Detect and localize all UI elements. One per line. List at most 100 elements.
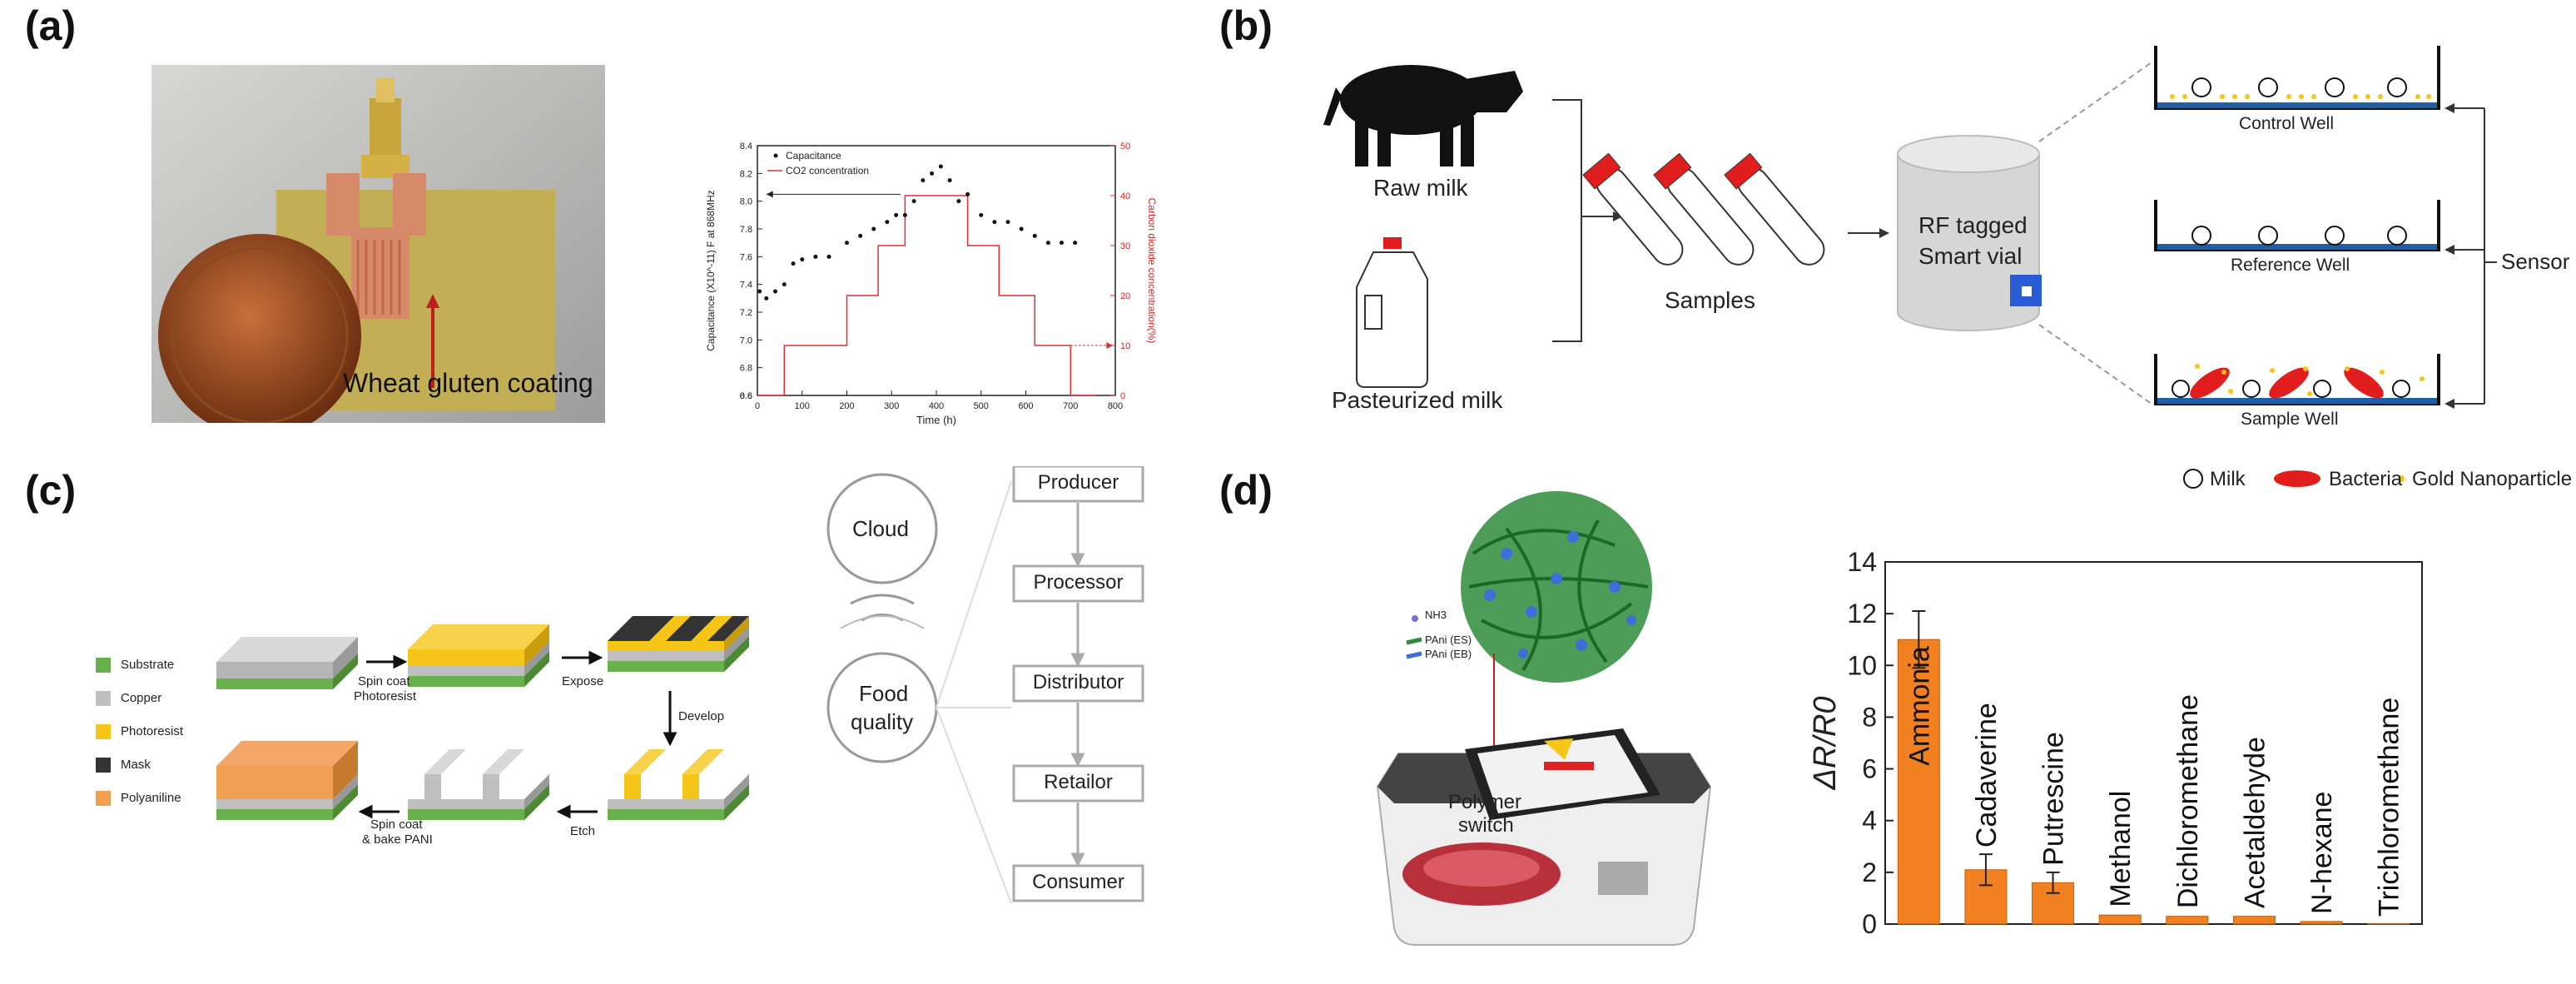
supply-chain-diagram: Cloud Food quality Producer Processor Di… [799, 465, 1199, 941]
y-left-tick-label: 6.6 [740, 391, 752, 401]
panel-label-c: (c) [25, 467, 77, 514]
capacitance-point [782, 282, 787, 287]
well-reference [2154, 200, 2440, 251]
capacitance-point [764, 296, 769, 301]
capacitance-point [1019, 226, 1024, 231]
y-tick-label: 2 [1862, 857, 1877, 887]
step-label-etch: Etch [570, 824, 596, 838]
well-control [2154, 46, 2440, 110]
legend-milk-label: Milk [2210, 468, 2246, 490]
category-label: Putrescine [2038, 732, 2070, 866]
food-quality-label-1: Food [859, 681, 909, 706]
capacitance-point [930, 171, 935, 176]
category-label: Methanol [2105, 791, 2137, 907]
y-tick-label: 4 [1862, 806, 1877, 836]
polymer-network-icon [1461, 491, 1652, 683]
legend-label-photoresist: Photoresist [121, 724, 184, 738]
step-label-pani-2: & bake PANI [362, 832, 433, 847]
chain-distributor: Distributor [1032, 671, 1124, 693]
arrow-right-head [1106, 342, 1114, 349]
bar [2098, 914, 2142, 925]
capacitance-point [965, 191, 970, 196]
capacitance-point [1073, 241, 1078, 246]
y-left-tick-label: 7.8 [740, 225, 752, 235]
milk-testing-diagram: Raw milk Pasteurized milk Samples RF tag… [1315, 46, 2572, 512]
y-axis-label: ΔR/R0 [1808, 696, 1843, 790]
x-tick-label: 400 [929, 401, 944, 411]
series-co2-line [757, 195, 1098, 396]
step-label-spin-coat: Spin coat [358, 674, 410, 688]
y-tick-label: 14 [1847, 547, 1877, 577]
category-label: Dichloromethane [2172, 694, 2204, 908]
legend-pani-eb-label: PAni (EB) [1425, 648, 1472, 660]
y-right-tick-label: 0 [1120, 391, 1125, 401]
chain-producer: Producer [1037, 471, 1119, 494]
control-well-label: Control Well [2239, 114, 2334, 133]
y-left-tick-label: 7.6 [740, 252, 752, 262]
sample-well-label: Sample Well [2241, 410, 2339, 429]
cloud-label: Cloud [852, 516, 909, 541]
arrow-left-head [766, 191, 773, 198]
x-tick-label: 800 [1108, 401, 1123, 411]
capacitance-point [1005, 220, 1010, 225]
legend-label-polyaniline: Polyaniline [121, 791, 181, 805]
capacitance-point [1060, 241, 1064, 246]
capacitance-point [992, 220, 997, 225]
smart-vial-icon [1897, 135, 2042, 331]
y-right-tick-label: 30 [1120, 241, 1130, 251]
vial-label-2: Smart vial [1918, 243, 2023, 269]
raw-milk-label: Raw milk [1373, 175, 1468, 201]
legend-label-substrate: Substrate [121, 658, 175, 672]
capacitance-point [979, 212, 984, 217]
sensor-label: Sensor [2501, 249, 2570, 274]
legend-gold-label: Gold Nanoparticle [2412, 468, 2573, 490]
capacitance-point [791, 261, 796, 266]
capacitance-point [773, 289, 777, 294]
y-right-tick-label: 40 [1120, 191, 1130, 201]
legend-label-copper: Copper [121, 691, 162, 705]
chain-consumer: Consumer [1032, 871, 1124, 893]
y-right-axis-label: Carbon dioxide concentration(%) [1146, 198, 1158, 344]
plot-frame [1884, 561, 2423, 925]
milk-jug-icon [1356, 237, 1428, 388]
well-sample [2154, 354, 2440, 405]
polymer-switch-illustration: NH3 PAni (ES) PAni (EB) Polymer switch [1365, 479, 1723, 974]
category-label: N-hexane [2306, 792, 2338, 914]
legend-bacteria-label: Bacteria [2329, 468, 2403, 490]
bar [2232, 916, 2276, 925]
y-left-tick-label: 7.4 [740, 281, 752, 291]
capacitance-point [858, 233, 863, 238]
y-right-tick-label: 10 [1120, 341, 1130, 351]
y-tick-label: 8 [1862, 702, 1877, 732]
capacitance-point [813, 254, 818, 259]
sample-tubes-icon [1582, 152, 1825, 266]
y-left-axis-label: Capacitance (X10^-11) F at 868MHz [705, 190, 717, 351]
capacitance-point [921, 178, 926, 183]
step-label-expose: Expose [562, 674, 604, 688]
capacitance-point [938, 164, 943, 169]
capacitance-point [911, 199, 916, 204]
legend-nh3-label: NH3 [1425, 609, 1447, 621]
chain-retailor: Retailor [1044, 771, 1113, 793]
x-tick-label: 0 [755, 401, 760, 411]
y-tick-label: 0 [1862, 909, 1877, 939]
sensor-photo: Wheat gluten coating [151, 65, 605, 437]
x-tick-label: 200 [839, 401, 854, 411]
y-break-label: 0.6 [740, 391, 752, 401]
category-label: Acetaldehyde [2239, 737, 2271, 908]
panel-label-b: (b) [1219, 2, 1273, 49]
capacitance-point [956, 199, 961, 204]
capacitance-point [947, 178, 952, 183]
capacitance-point [871, 226, 876, 231]
panel-label-d: (d) [1219, 467, 1273, 514]
y-tick-label: 12 [1847, 599, 1877, 629]
step-label-pani-1: Spin coat [370, 818, 423, 832]
food-quality-label-2: quality [851, 709, 914, 734]
y-left-tick-label: 7.2 [740, 308, 752, 318]
x-tick-label: 300 [884, 401, 899, 411]
polymer-switch-label-1: Polymer [1448, 791, 1522, 813]
chain-processor: Processor [1033, 571, 1124, 594]
bar [2166, 916, 2209, 925]
category-label: Ammonia [1903, 646, 1935, 766]
